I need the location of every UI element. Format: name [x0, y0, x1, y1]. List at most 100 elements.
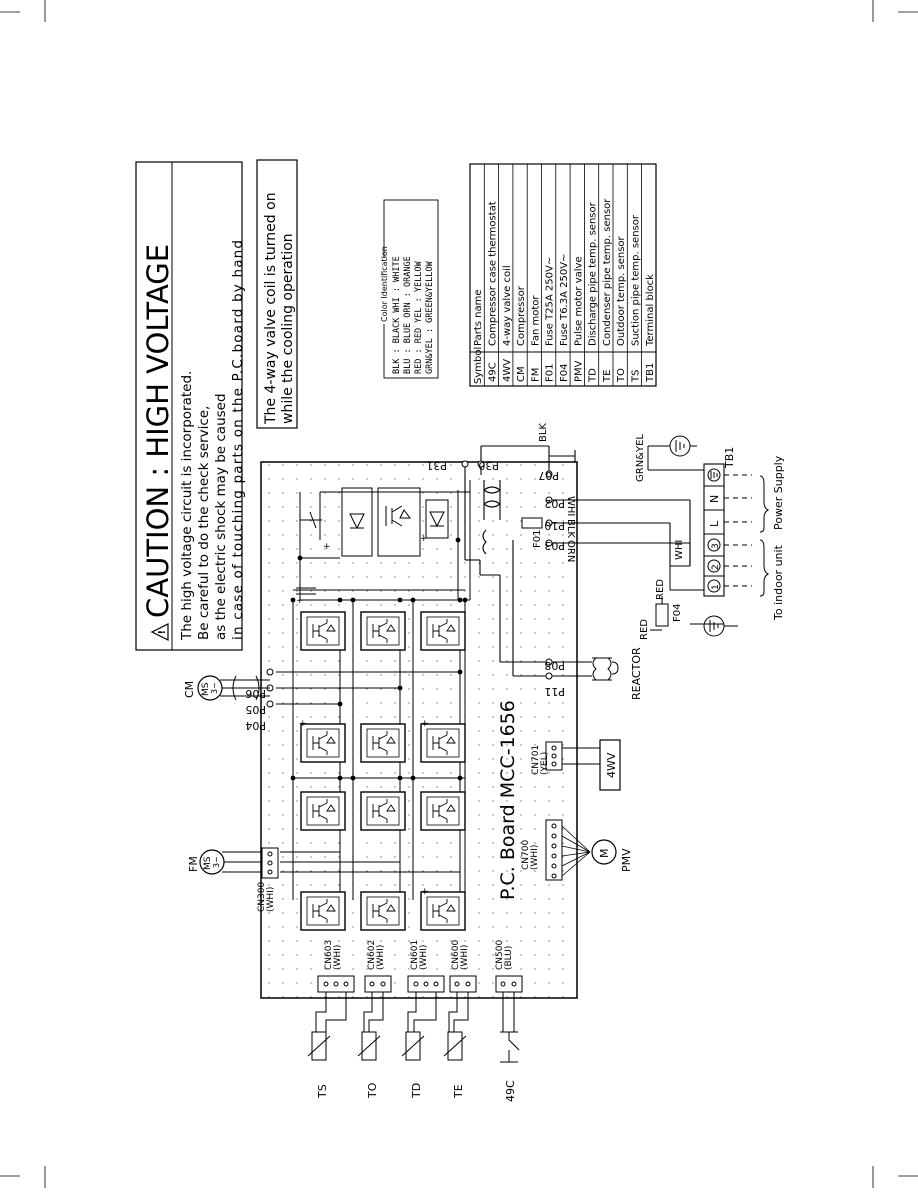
svg-text:TE: TE — [452, 1084, 465, 1099]
sensor-td: TD — [401, 1031, 425, 1099]
svg-text:2: 2 — [711, 564, 721, 570]
color-identification: Color Identification BLK : BLACK WHI : W… — [380, 199, 439, 379]
table-cell-symbol: TD — [588, 368, 599, 383]
point-p03: P03 — [544, 539, 565, 552]
sensor-ts: TS — [307, 1031, 331, 1099]
igbt-module — [300, 723, 346, 763]
color-id-row: RED : RED YEL : YELLOW — [414, 261, 424, 374]
svg-text:TS: TS — [316, 1084, 329, 1099]
wire-label-grn-yel: GRN&YEL — [635, 434, 646, 482]
svg-text:CN602: CN602 — [367, 940, 377, 970]
svg-text:(WHI): (WHI) — [333, 945, 343, 970]
svg-text:TO: TO — [366, 1082, 379, 1099]
svg-text:+: + — [323, 542, 331, 552]
terminal-block-tb1: N L 3 2 1 TB1 — [703, 447, 736, 597]
rectifier-block — [341, 487, 449, 557]
cn603-connector: CN603 (WHI) — [317, 940, 355, 993]
table-cell-name: Suction pipe temp. sensor — [631, 214, 642, 346]
point-p07: P07 — [538, 469, 559, 482]
cn600-connector: CN600 (WHI) — [449, 940, 477, 993]
sensor-te: TE — [443, 1031, 467, 1099]
svg-text:3: 3 — [711, 543, 721, 549]
wire-label-whi-2: WHI — [674, 540, 685, 560]
svg-text:MS: MS — [203, 856, 213, 870]
svg-text:(WHI): (WHI) — [460, 945, 470, 970]
color-id-row: BLK : BLACK WHI : WHITE — [392, 256, 402, 374]
svg-text:(BLU): (BLU) — [504, 946, 514, 970]
svg-text:3~: 3~ — [210, 682, 219, 694]
parts-table: Symbol Parts name 49C Compressor case th… — [469, 163, 657, 387]
svg-text:CN603: CN603 — [324, 940, 334, 970]
svg-text:3~: 3~ — [212, 856, 221, 868]
indoor-unit-label: To indoor unit — [772, 544, 785, 621]
fuse-f04: F04 — [655, 603, 683, 627]
svg-text:+: + — [421, 887, 429, 897]
svg-text:+: + — [296, 596, 304, 606]
table-cell-symbol: FM — [530, 368, 541, 382]
point-p30: P30 — [478, 459, 499, 472]
caution-line-1: The high voltage circuit is incorporated… — [179, 371, 195, 641]
pc-board: P.C. Board MCC-1656 + + + — [245, 459, 578, 999]
board-title: P.C. Board MCC-1656 — [497, 700, 519, 900]
point-p08: P08 — [544, 659, 565, 672]
igbt-module — [360, 891, 406, 931]
color-id-row: BLU : BLUE ORN : ORANGE — [403, 256, 413, 374]
point-p31: P31 — [426, 459, 447, 472]
svg-text:CN300: CN300 — [257, 882, 267, 912]
wire-label-blk: BLK — [565, 519, 576, 538]
point-p06: P06 — [245, 687, 266, 700]
svg-text:4WV: 4WV — [605, 752, 618, 778]
table-cell-symbol: CM — [516, 366, 527, 382]
igbt-module — [420, 891, 466, 931]
caution-line-2: Be careful to do the check service, — [196, 406, 212, 640]
valve-note-line-1: The 4-way valve coil is turned on — [263, 192, 279, 425]
table-header-symbol: Symbol — [473, 347, 484, 384]
junction-dots — [290, 537, 468, 781]
table-cell-name: 4-way valve coil — [502, 265, 513, 346]
caution-title: CAUTION : HIGH VOLTAGE — [141, 244, 175, 618]
table-cell-symbol: TS — [631, 370, 642, 383]
wire-label-blk-top: BLK — [538, 423, 549, 442]
igbt-module — [420, 611, 466, 651]
valve-note-box: The 4-way valve coil is turned on while … — [256, 159, 298, 429]
igbt-module — [300, 791, 346, 831]
cn700-connector: CN700 (WHI) — [521, 819, 563, 881]
svg-text:(YEL): (YEL) — [540, 752, 550, 775]
point-p11: P11 — [544, 685, 565, 698]
caution-line-4: in case of touching parts on the P.C.boa… — [230, 240, 246, 640]
table-cell-symbol: TE — [602, 370, 613, 383]
caution-box: ! CAUTION : HIGH VOLTAGE The high voltag… — [135, 161, 246, 651]
point-p10: P10 — [544, 519, 565, 532]
svg-text:(WHI): (WHI) — [530, 845, 540, 870]
wire-label-red-2: RED — [639, 619, 650, 640]
svg-text:MS: MS — [201, 682, 211, 696]
cn701-connector: CN701 (YEL) — [531, 741, 563, 775]
svg-text:CN700: CN700 — [521, 840, 531, 870]
svg-text:+: + — [421, 719, 429, 729]
svg-text:49C: 49C — [504, 1080, 517, 1102]
table-cell-name: Compressor — [516, 285, 527, 346]
igbt-module — [420, 791, 466, 831]
svg-text:M: M — [598, 849, 611, 859]
point-p02: P02 — [544, 497, 565, 510]
svg-text:1: 1 — [711, 584, 721, 590]
wire-label-orn: ORN — [565, 540, 576, 562]
svg-text:+: + — [420, 534, 428, 544]
wire-label-red-1: RED — [655, 579, 666, 600]
svg-text:F04: F04 — [672, 604, 683, 622]
table-cell-name: Terminal block — [645, 274, 656, 347]
svg-text:CN600: CN600 — [451, 940, 461, 970]
igbt-module — [300, 611, 346, 651]
svg-text:PMV: PMV — [620, 848, 633, 872]
reactor: REACTOR — [592, 647, 643, 700]
svg-text:FM: FM — [187, 856, 200, 872]
table-header-name: Parts name — [473, 290, 484, 347]
svg-text:TD: TD — [410, 1083, 423, 1099]
caution-line-3: as the electric shock may be caused — [213, 393, 229, 640]
ground-icon — [703, 615, 738, 637]
svg-text:!: ! — [157, 630, 168, 635]
svg-text:(WHI): (WHI) — [266, 887, 276, 912]
four-way-valve: 4WV — [562, 739, 621, 791]
